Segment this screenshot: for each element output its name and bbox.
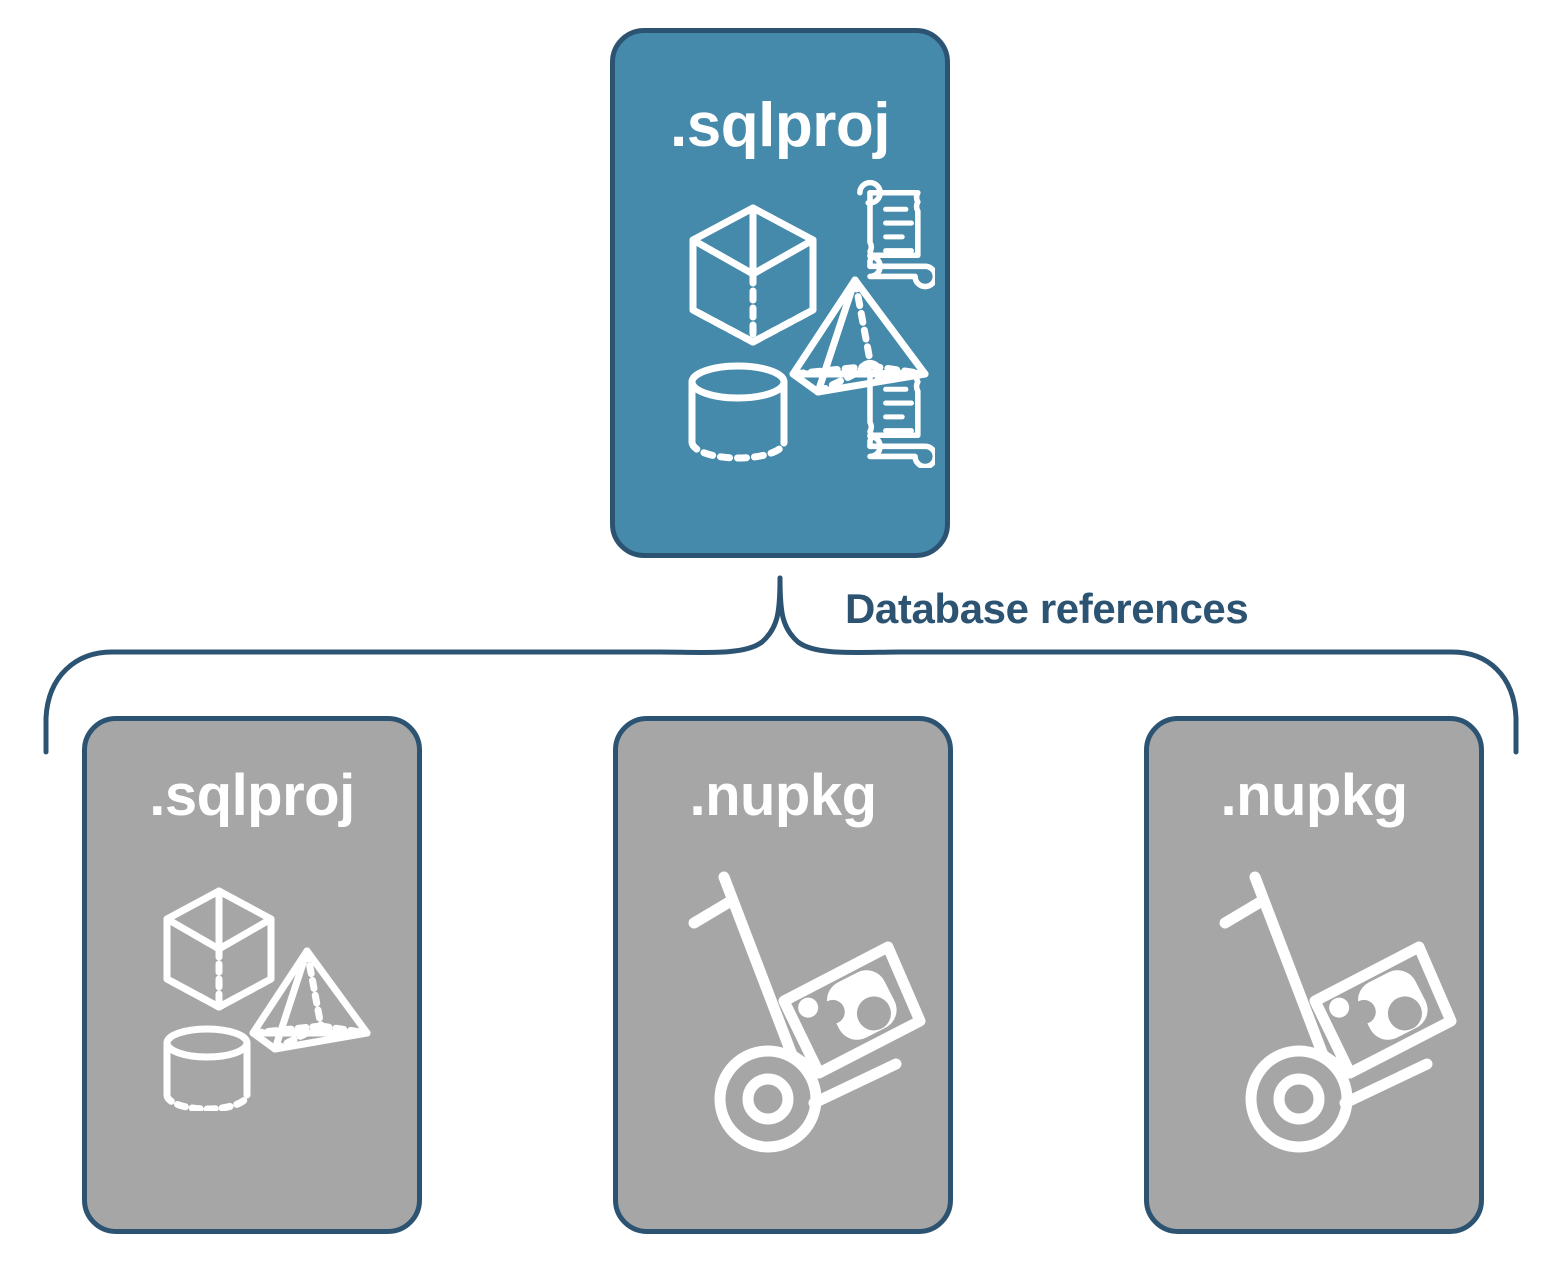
hand-truck-package-icon — [1219, 871, 1457, 1153]
cylinder-icon — [688, 362, 788, 462]
cube-icon — [163, 887, 275, 1011]
cylinder-icon — [163, 1025, 251, 1111]
node-root-label: .sqlproj — [670, 91, 890, 160]
node-reference-nupkg-1-label: .nupkg — [689, 763, 877, 828]
connector-label: Database references — [845, 585, 1249, 632]
script-scroll-icon — [857, 179, 935, 290]
reference-sqlproj-icon-group — [163, 887, 371, 1111]
node-reference-nupkg-2-label: .nupkg — [1220, 763, 1408, 828]
hand-truck-package-icon — [688, 871, 926, 1153]
nuget-logo-cutouts — [820, 996, 891, 1031]
script-scroll-icon — [857, 359, 935, 468]
cube-icon — [689, 204, 817, 346]
node-root-sqlproj[interactable]: .sqlproj — [610, 28, 950, 558]
pyramid-icon — [249, 947, 371, 1053]
node-reference-nupkg-2[interactable]: .nupkg — [1144, 716, 1484, 1234]
node-reference-sqlproj[interactable]: .sqlproj — [82, 716, 422, 1234]
node-reference-nupkg-1[interactable]: .nupkg — [613, 716, 953, 1234]
nuget-logo-cutouts — [1351, 996, 1422, 1031]
node-reference-sqlproj-label: .sqlproj — [149, 763, 355, 828]
root-node-icon-group — [688, 179, 935, 468]
